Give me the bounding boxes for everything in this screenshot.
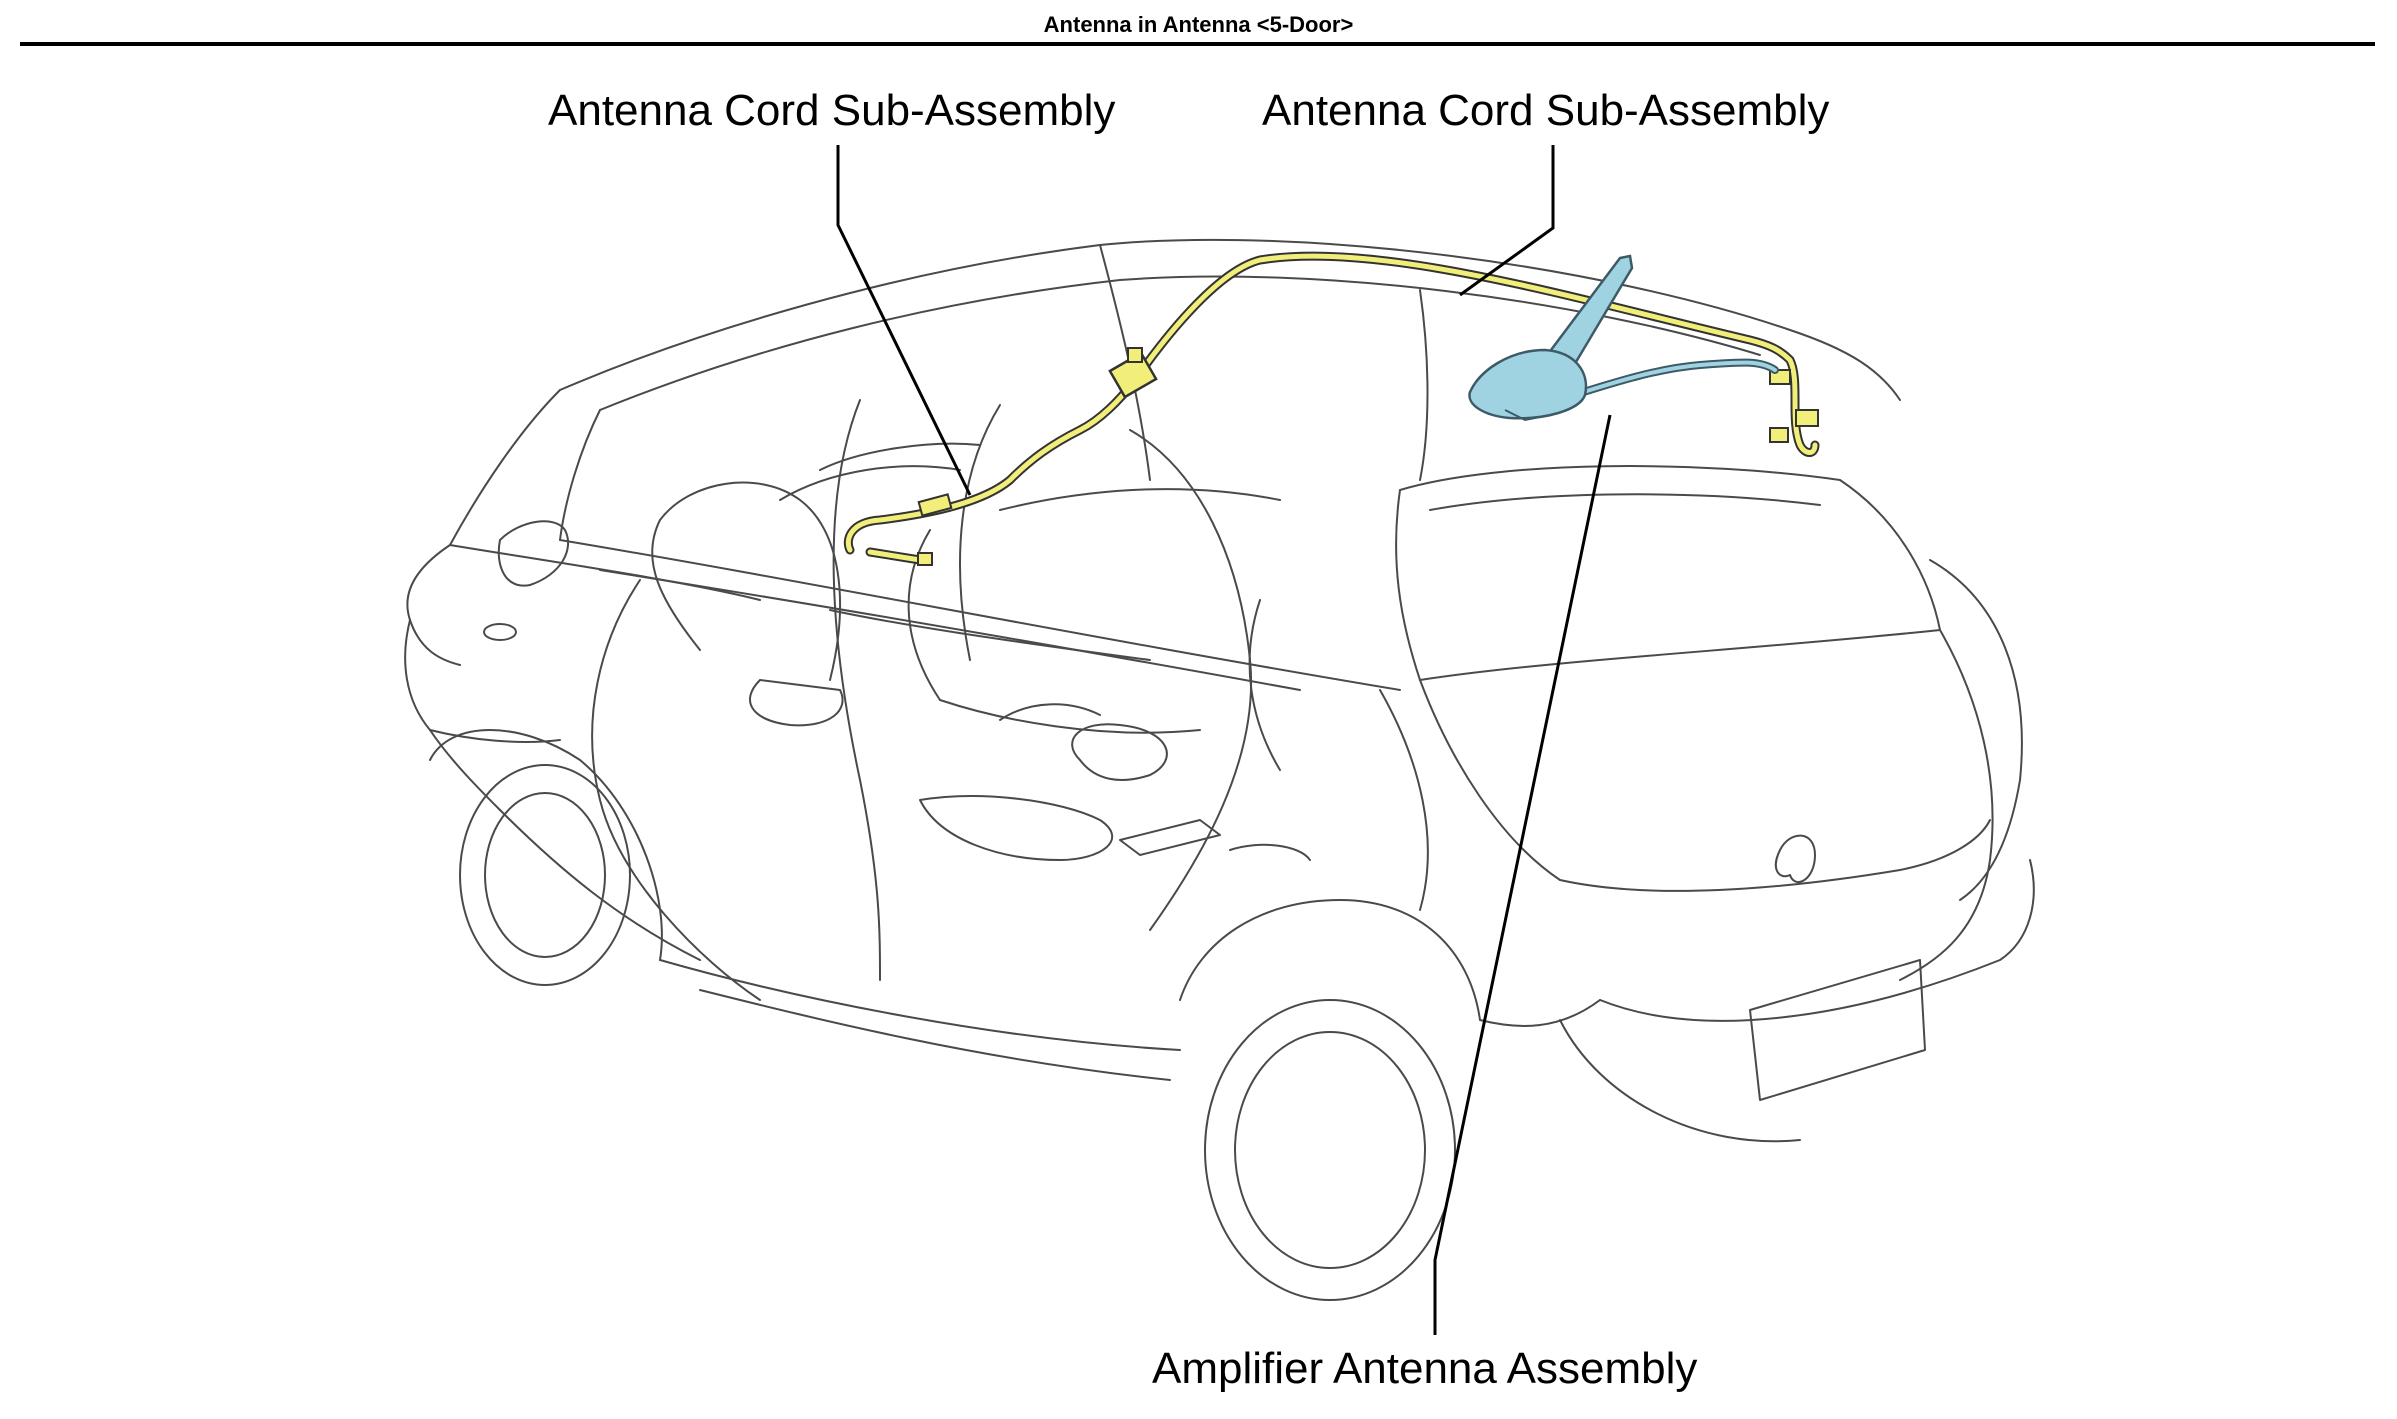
vehicle-outline <box>404 238 2035 1301</box>
front-plug-tip <box>917 552 933 566</box>
leader-lines <box>836 145 1612 1335</box>
leader-cord-left <box>836 145 972 496</box>
rear-connector-2 <box>1795 409 1819 427</box>
antenna-cord-assembly <box>843 251 1820 566</box>
callout-antenna-cord-left: Antenna Cord Sub-Assembly <box>548 86 1116 135</box>
cord-clip-mid <box>917 493 953 517</box>
amplifier-antenna <box>1468 254 1779 422</box>
antenna-base <box>1468 348 1588 420</box>
title-rule <box>20 42 2375 46</box>
antenna-cord-roof <box>1132 253 1818 455</box>
rear-connector-3 <box>1769 427 1789 443</box>
leader-cord-right <box>1459 145 1555 297</box>
callout-amplifier-antenna: Amplifier Antenna Assembly <box>1152 1344 1698 1393</box>
page-title: Antenna in Antenna <5-Door> <box>1043 12 1354 37</box>
callout-antenna-cord-right: Antenna Cord Sub-Assembly <box>1262 86 1830 135</box>
leader-amplifier <box>1433 414 1612 1335</box>
antenna-cord-pillar <box>845 377 1138 553</box>
front-plug-connector <box>867 549 923 563</box>
pillar-connector <box>1108 351 1158 399</box>
